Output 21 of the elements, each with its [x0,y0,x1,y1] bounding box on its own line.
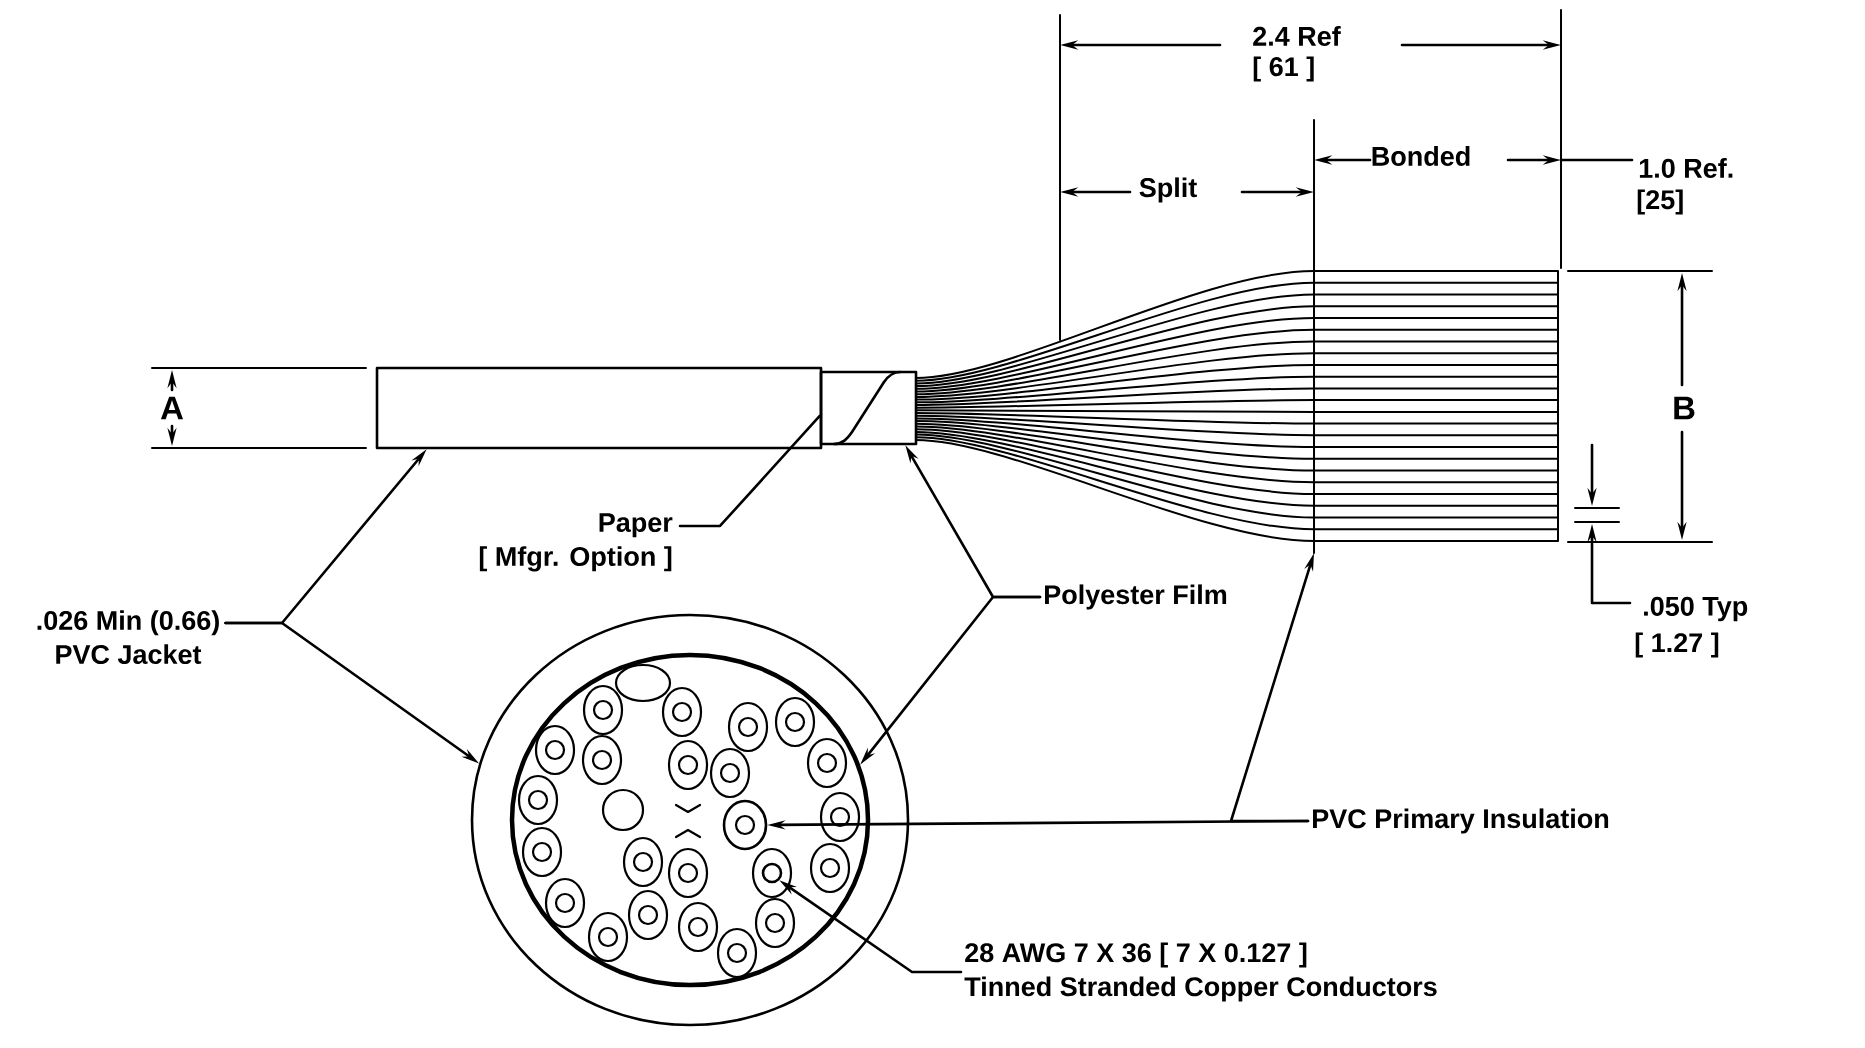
dimension-label: Bonded [1372,146,1470,166]
callout-text: PVC Primary Insulation [1313,808,1609,834]
wire-insulation [722,799,768,851]
dimension-label: .050 Typ [1644,596,1748,622]
dimension-label: Split [1139,177,1197,203]
jacket-section [375,366,823,450]
dimension-label: B [1674,396,1695,420]
dimension-label: [ 1.27 ] [1635,632,1719,658]
conductor [761,862,783,884]
callout-text: 28 AWG 7 X 36 [ 7 X 0.127 ] Tinned Stranded Copper Conductors [964,942,1437,1002]
callout-text: Polyester Film [1045,584,1227,610]
callout-text: .026 Min (0.66) PVC Jacket [37,610,219,665]
dimension-label: 1.0 Ref. [1639,158,1733,178]
dimension-label: A [160,396,184,420]
jacket-ring [470,613,910,1027]
film-section [819,370,918,446]
dimension-label: 2.4 Ref [1253,26,1341,46]
callout-text: Paper [ Mfgr. Option ] [479,513,673,572]
dimension-label: [25] [1637,189,1683,215]
leader-line [678,414,821,528]
dimension-label: [ 61 ] [1253,56,1314,82]
